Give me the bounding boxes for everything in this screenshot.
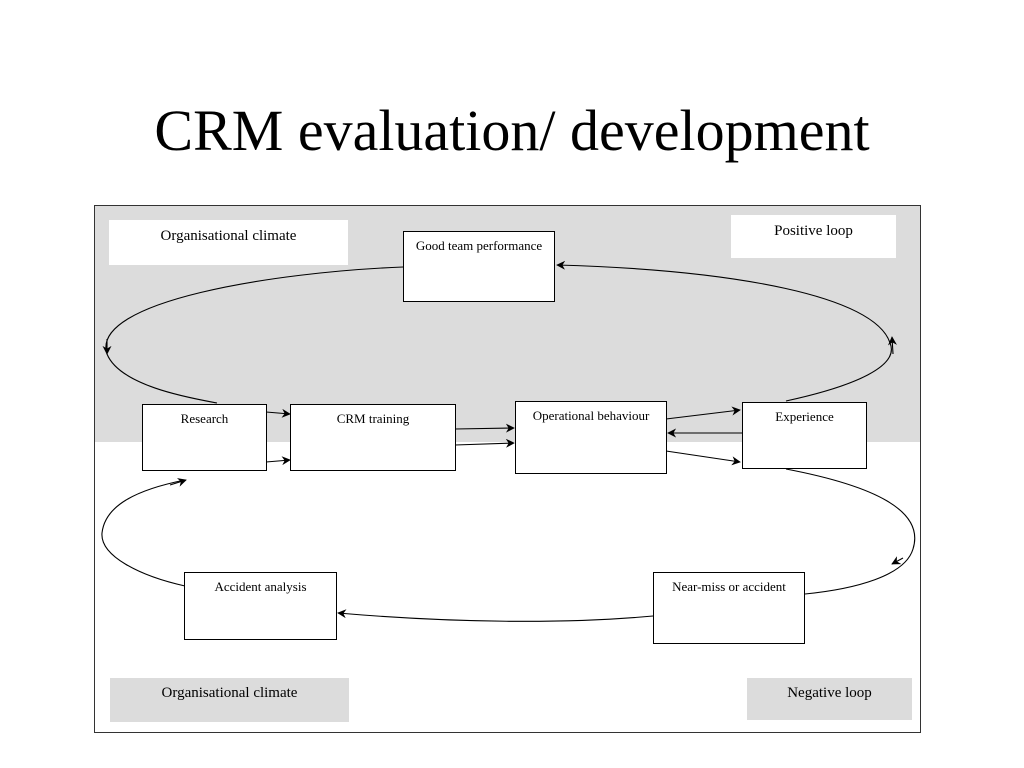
arrow-right-bottom-head <box>891 556 904 565</box>
arrow-top-right-to-good <box>556 260 891 344</box>
node-crm-training: CRM training <box>290 404 456 471</box>
arrow-left-bottom-to-research <box>169 478 187 487</box>
arrow-research-crm-1 <box>265 408 291 418</box>
node-near-miss-or-accident: Near-miss or accident <box>653 572 805 644</box>
arrow-good-to-research <box>105 266 404 404</box>
org-climate-label-top: Organisational climate <box>109 220 348 265</box>
node-research: Research <box>142 404 267 471</box>
arrow-crm-op-2 <box>454 438 515 448</box>
loop-arrows <box>101 260 916 622</box>
arrow-experience-to-good <box>785 342 892 402</box>
node-experience: Experience <box>742 402 867 469</box>
positive-loop-label: Positive loop <box>731 215 896 258</box>
node-good-team-performance: Good team performance <box>403 231 555 302</box>
negative-loop-label: Negative loop <box>747 678 912 720</box>
arrow-research-crm-2 <box>265 456 291 466</box>
node-accident-analysis: Accident analysis <box>184 572 337 640</box>
arrow-op-experience-top <box>665 406 741 420</box>
arrow-right-top-head <box>887 336 897 355</box>
arrow-experience-to-nearmiss <box>785 468 916 595</box>
slide-title: CRM evaluation/ development <box>154 98 870 163</box>
arrow-crm-op-1 <box>454 423 515 433</box>
arrow-accident-to-left <box>101 479 186 587</box>
arrow-op-experience-bottom <box>665 450 741 466</box>
arrow-nearmiss-to-accident <box>337 609 654 622</box>
org-climate-label-bottom: Organisational climate <box>110 678 349 722</box>
node-operational-behaviour: Operational behaviour <box>515 401 667 474</box>
diagram-frame: Organisational climate Positive loop Org… <box>94 205 921 733</box>
